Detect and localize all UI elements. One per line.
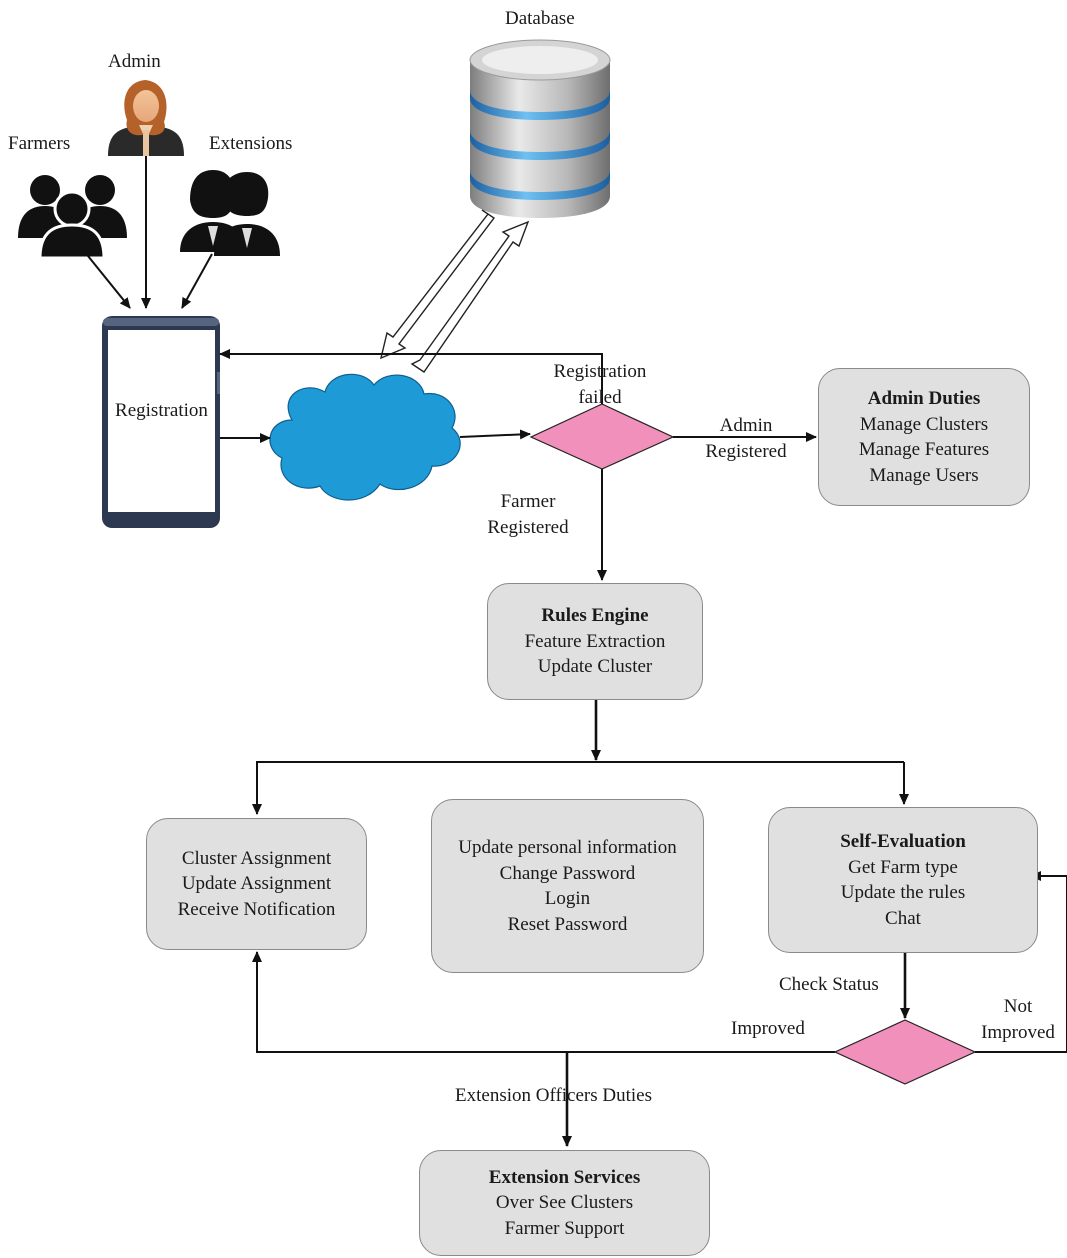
not-improved-loop-arrow (975, 871, 1067, 1053)
cluster-line: Receive Notification (177, 898, 336, 920)
extension-services-title: Extension Services (488, 1166, 641, 1188)
farmers-icon (18, 175, 127, 260)
admin-label: Admin (108, 51, 161, 72)
registration-decision-diamond (529, 403, 675, 470)
registration-failed-label: Registration failed (553, 361, 647, 408)
admin-duties-line: Manage Users (869, 464, 979, 486)
rules-engine-title: Rules Engine (541, 605, 649, 627)
cluster-line: Update Assignment (181, 873, 332, 895)
personal-line: Change Password (499, 862, 636, 884)
branch-to-cluster-arrow (252, 761, 904, 815)
rules-engine-line: Feature Extraction (524, 630, 666, 652)
admin-duties-line: Manage Clusters (859, 413, 989, 435)
status-decision-diamond (833, 1019, 977, 1085)
cloud-icon (269, 373, 461, 501)
extension-services-box: Extension Services Over See Clusters Far… (419, 1150, 710, 1256)
extensions-to-phone-arrow (181, 253, 213, 309)
personal-line: Update personal information (458, 837, 677, 858)
cluster-line: Cluster Assignment (181, 847, 332, 869)
farmers-label: Farmers (8, 133, 71, 154)
check-status-label: Check Status (779, 974, 879, 995)
extension-officers-duties-label: Extension Officers Duties (455, 1085, 652, 1106)
database-label: Database (505, 8, 575, 29)
admin-registered-label: Admin Registered (705, 415, 787, 462)
phone-registration-text: Registration (115, 400, 208, 421)
admin-duties-title: Admin Duties (867, 388, 981, 409)
database-sync-arrows (379, 209, 530, 373)
admin-duties-box: Admin Duties Manage Clusters Manage Feat… (818, 368, 1030, 506)
admin-duties-line: Manage Features (858, 439, 990, 460)
not-improved-label: Not Improved (981, 996, 1055, 1043)
cloud-to-decision-arrow (459, 429, 531, 440)
personal-line: Login (544, 888, 591, 909)
self-evaluation-line: Chat (885, 907, 921, 929)
farmers-to-phone-arrow (87, 255, 131, 309)
extensions-icon (180, 170, 280, 256)
personal-line: Reset Password (507, 913, 628, 935)
extension-services-line: Over See Clusters (495, 1192, 634, 1214)
improved-arrow (252, 951, 835, 1053)
self-evaluation-line: Update the rules (840, 882, 966, 903)
farmer-registered-label: Farmer Registered (487, 491, 569, 538)
registration-failed-arrow (219, 349, 603, 404)
rules-engine-line: Update Cluster (537, 656, 653, 678)
cluster-assignment-box: Cluster Assignment Update Assignment Rec… (146, 818, 367, 950)
self-evaluation-box: Self-Evaluation Get Farm type Update the… (768, 807, 1038, 953)
database-icon (469, 39, 611, 218)
phone-device (102, 316, 220, 528)
extensions-label: Extensions (209, 133, 293, 154)
improved-label: Improved (731, 1018, 805, 1039)
rules-engine-box: Rules Engine Feature Extraction Update C… (487, 583, 703, 700)
admin-icon (108, 80, 184, 156)
self-evaluation-title: Self-Evaluation (840, 831, 966, 852)
self-evaluation-line: Get Farm type (848, 856, 958, 878)
extension-services-line: Farmer Support (504, 1217, 625, 1239)
personal-info-box: Update personal information Change Passw… (431, 799, 704, 973)
